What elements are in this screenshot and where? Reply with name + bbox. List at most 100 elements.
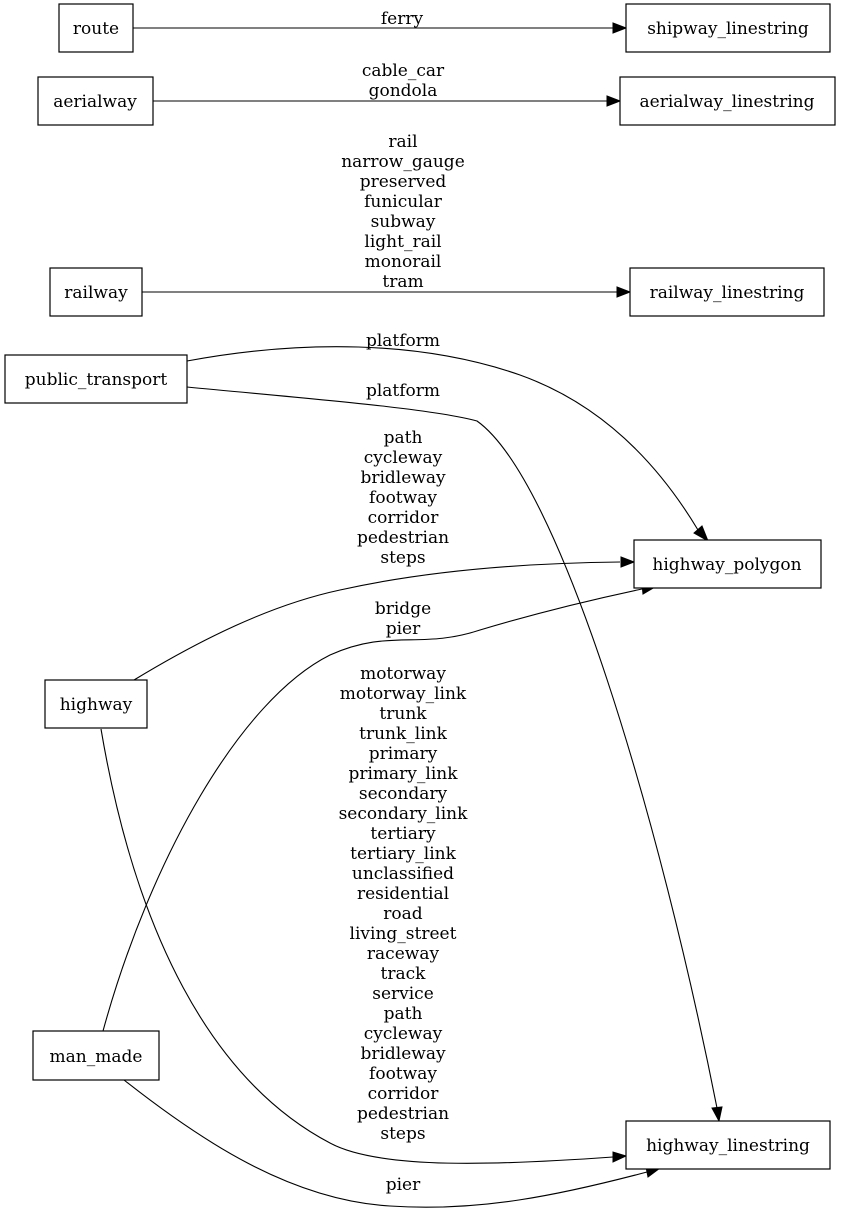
edge-label-line: unclassified bbox=[352, 864, 454, 884]
node-aerialway-linestring-label: aerialway_linestring bbox=[640, 92, 815, 112]
edge-label-line: service bbox=[372, 984, 434, 1004]
edge-label-line: road bbox=[383, 904, 422, 924]
edge-label-line: tram bbox=[382, 272, 423, 292]
edge-label-line: pier bbox=[386, 1175, 421, 1195]
edge-label-line: pedestrian bbox=[357, 1104, 449, 1124]
edge-label-line: corridor bbox=[368, 508, 440, 528]
edge-label-line: steps bbox=[380, 1124, 425, 1144]
node-highway: highway bbox=[44, 679, 148, 729]
edge-label-line: pier bbox=[386, 619, 421, 639]
node-highway-box bbox=[44, 679, 148, 729]
edge-label-public-transport-polygon: platform bbox=[366, 331, 440, 351]
edge-label-line: residential bbox=[357, 884, 449, 904]
node-public-transport-label: public_transport bbox=[25, 370, 168, 390]
node-railway-label: railway bbox=[64, 283, 128, 303]
edge-aerialway-aerialway-linestring bbox=[153, 95, 622, 107]
edge-label-highway-linestring: motorway motorway_link trunk trunk_link … bbox=[339, 664, 469, 1144]
edge-highway-highway-linestring bbox=[100, 728, 628, 1164]
node-highway-linestring-label: highway_linestring bbox=[646, 1136, 810, 1156]
edge-public-transport-highway-linestring bbox=[186, 386, 723, 1123]
node-route-label: route bbox=[73, 19, 119, 39]
edge-label-line: path bbox=[384, 428, 423, 448]
node-man-made: man_made bbox=[32, 1030, 160, 1081]
edge-label-line: steps bbox=[380, 548, 425, 568]
edge-label-line: gondola bbox=[369, 81, 438, 101]
edge-label-line: corridor bbox=[368, 1084, 440, 1104]
edge-label-man-made-polygon: bridge pier bbox=[375, 599, 431, 639]
edge-highway-highway-polygon-arrowhead bbox=[620, 556, 636, 568]
edge-label-line: narrow_gauge bbox=[341, 152, 465, 172]
node-aerialway-label: aerialway bbox=[53, 92, 137, 112]
edge-public-transport-highway-polygon-arrowhead bbox=[693, 525, 709, 543]
node-shipway-linestring-label: shipway_linestring bbox=[647, 19, 809, 39]
node-public-transport: public_transport bbox=[4, 354, 188, 404]
edge-labels-layer: ferry cable_car gondola rail narrow_gaug… bbox=[339, 9, 469, 1195]
node-highway-label: highway bbox=[60, 695, 133, 715]
edges-layer bbox=[100, 22, 723, 1208]
edge-label-aerialway: cable_car gondola bbox=[362, 61, 445, 101]
edge-label-line: tertiary_link bbox=[350, 844, 456, 864]
edge-label-line: motorway bbox=[360, 664, 446, 684]
node-highway-polygon-box bbox=[633, 539, 822, 589]
node-highway-polygon-label: highway_polygon bbox=[652, 555, 801, 575]
edge-label-line: bridleway bbox=[360, 1044, 446, 1064]
edge-aerialway-aerialway-linestring-arrowhead bbox=[606, 95, 622, 107]
node-railway-linestring-label: railway_linestring bbox=[650, 283, 805, 303]
edge-label-line: cycleway bbox=[364, 448, 443, 468]
edge-label-line: trunk bbox=[379, 704, 427, 724]
edge-label-line: pedestrian bbox=[357, 528, 449, 548]
edge-route-shipway-arrowhead bbox=[612, 22, 628, 34]
edge-label-line: funicular bbox=[364, 192, 443, 212]
edge-label-line: trunk_link bbox=[359, 724, 447, 744]
edge-label-line: subway bbox=[371, 212, 436, 232]
node-aerialway: aerialway bbox=[37, 76, 154, 126]
edge-label-public-transport-linestring: platform bbox=[366, 381, 440, 401]
edge-label-line: living_street bbox=[350, 924, 457, 944]
edge-label-line: light_rail bbox=[364, 232, 441, 252]
node-highway-linestring-box bbox=[625, 1120, 831, 1170]
edge-label-line: secondary bbox=[359, 784, 448, 804]
edge-label-route-shipway: ferry bbox=[381, 9, 424, 29]
edge-public-transport-highway-polygon-line bbox=[186, 346, 699, 531]
node-highway-polygon: highway_polygon bbox=[633, 539, 822, 589]
edge-label-line: platform bbox=[366, 381, 440, 401]
edge-label-line: bridge bbox=[375, 599, 431, 619]
edge-highway-highway-linestring-arrowhead bbox=[612, 1151, 628, 1163]
edge-public-transport-highway-polygon bbox=[186, 346, 709, 543]
edge-highway-highway-linestring-line bbox=[100, 728, 614, 1164]
edge-man-made-highway-linestring-line bbox=[123, 1079, 648, 1208]
node-aerialway-box bbox=[37, 76, 154, 126]
edge-highway-highway-polygon-line bbox=[133, 561, 621, 681]
node-aerialway-linestring-box bbox=[619, 76, 836, 126]
node-route: route bbox=[58, 3, 134, 53]
edge-highway-highway-polygon bbox=[133, 556, 636, 681]
edge-label-line: secondary_link bbox=[339, 804, 469, 824]
node-railway-linestring-box bbox=[629, 267, 825, 317]
edge-label-line: track bbox=[381, 964, 427, 984]
edge-railway-railway-linestring bbox=[142, 286, 632, 298]
edge-label-line: motorway_link bbox=[340, 684, 467, 704]
edge-label-line: cycleway bbox=[364, 1024, 443, 1044]
node-railway-box bbox=[49, 267, 143, 317]
node-shipway-linestring: shipway_linestring bbox=[625, 3, 831, 53]
edge-label-line: platform bbox=[366, 331, 440, 351]
node-aerialway-linestring: aerialway_linestring bbox=[619, 76, 836, 126]
edge-public-transport-highway-linestring-arrowhead bbox=[711, 1106, 723, 1123]
node-man-made-label: man_made bbox=[50, 1047, 143, 1067]
node-shipway-linestring-box bbox=[625, 3, 831, 53]
edge-label-line: raceway bbox=[367, 944, 440, 964]
edge-label-line: bridleway bbox=[360, 468, 446, 488]
edge-label-line: primary bbox=[369, 744, 438, 764]
node-public-transport-box bbox=[4, 354, 188, 404]
edge-label-line: cable_car bbox=[362, 61, 445, 81]
node-man-made-box bbox=[32, 1030, 160, 1081]
edge-man-made-highway-polygon-line bbox=[102, 588, 643, 1032]
edge-label-railway: rail narrow_gauge preserved funicular su… bbox=[341, 132, 465, 292]
edge-railway-railway-linestring-arrowhead bbox=[616, 286, 632, 298]
node-route-box bbox=[58, 3, 134, 53]
edge-label-man-made-linestring: pier bbox=[386, 1175, 421, 1195]
node-railway-linestring: railway_linestring bbox=[629, 267, 825, 317]
edge-label-highway-polygon: path cycleway bridleway footway corridor… bbox=[357, 428, 449, 568]
edge-label-line: preserved bbox=[360, 172, 447, 192]
edge-label-line: monorail bbox=[365, 252, 442, 272]
